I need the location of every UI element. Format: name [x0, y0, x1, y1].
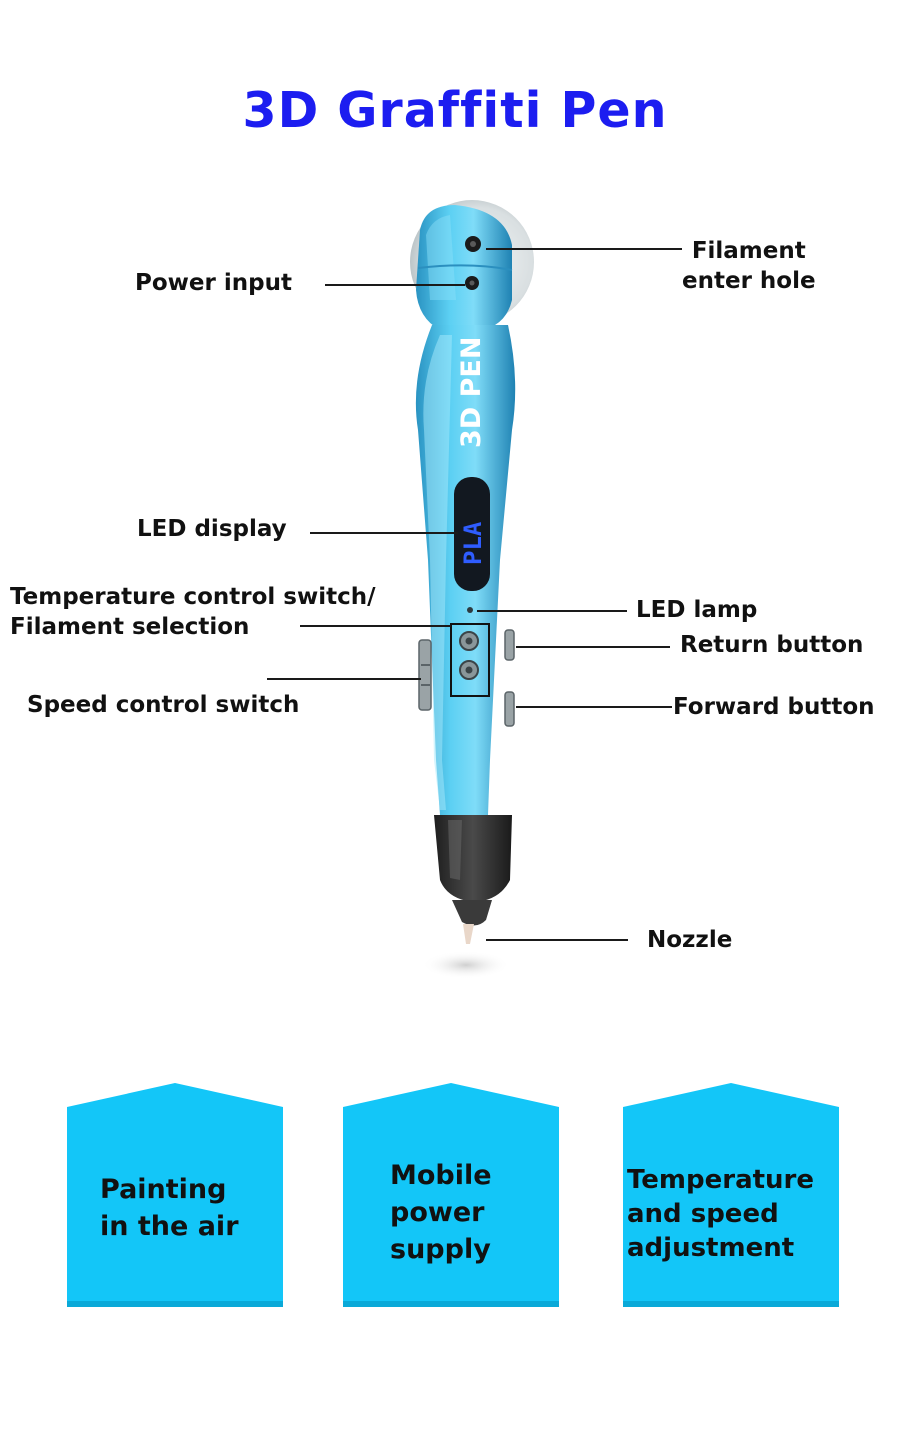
return-button-label: Return button	[680, 632, 864, 658]
nozzle-label: Nozzle	[647, 927, 733, 953]
feature-card-painting: Painting in the air	[67, 1083, 283, 1307]
led-display-line	[310, 532, 458, 534]
brand-text: 3D PEN	[456, 337, 487, 448]
feature-shape	[67, 1083, 283, 1307]
filament-hole-label-line1: Filament	[691, 238, 806, 264]
switch-box	[450, 623, 490, 697]
filament-hole-label: Filament enter hole	[682, 236, 816, 296]
temperature-switch-label-line1: Temperature control switch/	[10, 584, 376, 610]
led-lamp-line	[477, 610, 627, 612]
led-display-panel	[454, 477, 490, 591]
return-button-line	[516, 646, 670, 648]
forward-button	[504, 691, 515, 727]
pen-grip	[434, 815, 512, 902]
power-input-line	[325, 284, 465, 286]
pen-nozzle	[452, 900, 492, 926]
feature-label: Painting in the air	[100, 1174, 239, 1242]
led-lamp	[467, 607, 473, 613]
forward-button-line	[516, 706, 672, 708]
feature-shape	[623, 1083, 839, 1307]
pen-illustration: 3D PEN PLA Filament enter	[10, 200, 875, 979]
temperature-switch-label-line2: Filament selection	[10, 614, 250, 640]
pen-shadow	[422, 951, 510, 979]
return-button	[504, 629, 515, 661]
led-display-label: LED display	[137, 516, 287, 542]
power-input-label: Power input	[135, 270, 292, 296]
feature-card-power: Mobile power supply	[343, 1083, 559, 1307]
filament-hole-label-line2: enter hole	[682, 268, 816, 294]
feature-card-adjustment: Temperature and speed adjustment	[623, 1083, 839, 1307]
feature-shape	[343, 1083, 559, 1307]
speed-control-label: Speed control switch	[27, 692, 300, 718]
speed-control-line	[267, 678, 421, 680]
nozzle-line	[486, 939, 628, 941]
page-title: 3D Graffiti Pen	[242, 82, 668, 139]
pen-head	[416, 205, 512, 332]
feature-label: Mobile power supply	[390, 1160, 492, 1265]
nozzle-tip	[463, 924, 474, 944]
forward-button-label: Forward button	[673, 694, 875, 720]
led-display-text: PLA	[459, 521, 487, 565]
temperature-switch-label: Temperature control switch/ Filament sel…	[10, 582, 376, 642]
filament-hole-line	[486, 248, 682, 250]
pen-drawing: 3D PEN PLA	[410, 200, 534, 979]
feature-label: Temperature and speed adjustment	[627, 1165, 815, 1263]
led-lamp-label: LED lamp	[636, 597, 758, 623]
temperature-switch-line	[300, 625, 451, 627]
speed-switch	[418, 639, 432, 711]
